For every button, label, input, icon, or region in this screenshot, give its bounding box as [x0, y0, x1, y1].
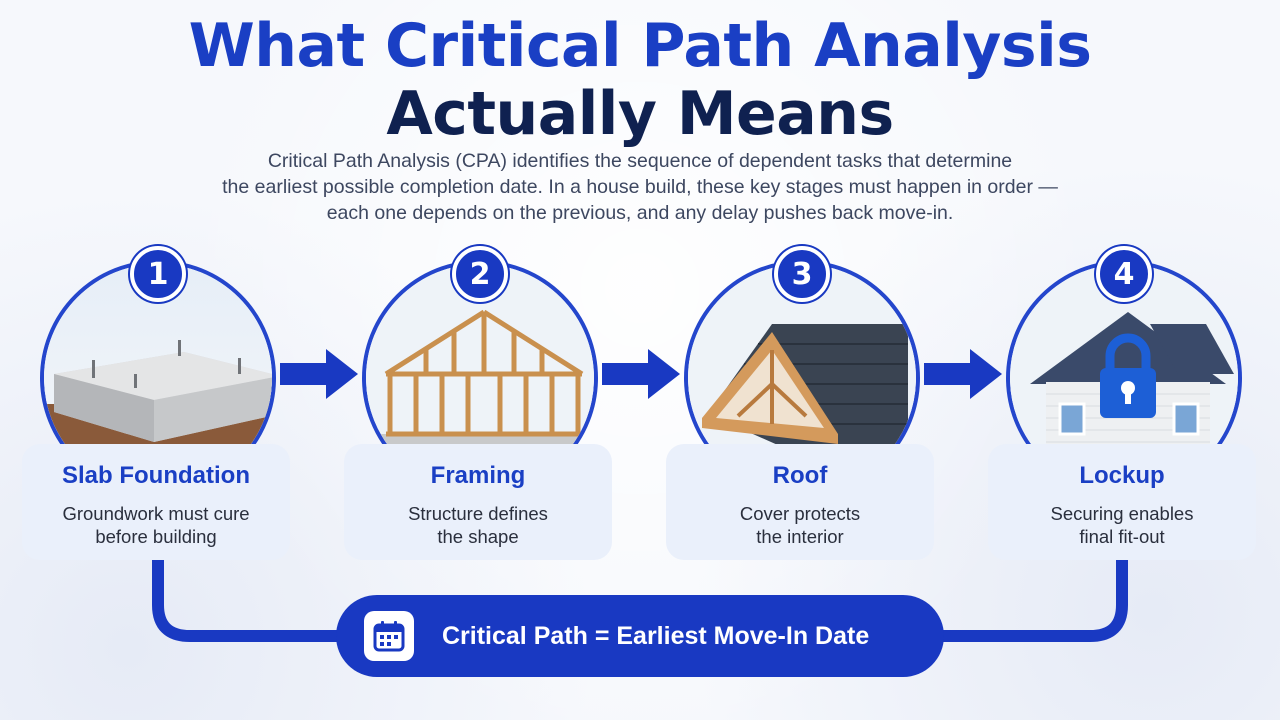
step-title: Slab Foundation [62, 462, 250, 489]
step-number-badge: 1 [130, 246, 186, 302]
step-card: Roof Cover protects the interior [666, 444, 934, 560]
arrow-right-icon [280, 349, 358, 399]
critical-path-banner: Critical Path = Earliest Move-In Date [336, 595, 944, 677]
step-description-line: Cover protects [739, 503, 861, 524]
step-description-line: before building [95, 526, 217, 547]
arrow-right-icon [924, 349, 1002, 399]
calendar-icon [364, 611, 414, 661]
step-card: Lockup Securing enables final fit-out [988, 444, 1256, 560]
subtitle: Critical Path Analysis (CPA) identifies … [140, 148, 1140, 226]
title-line-2: Actually Means [386, 79, 894, 149]
step-description-line: Groundwork must cure [62, 503, 250, 524]
step-title: Lockup [1079, 462, 1165, 489]
step-title: Roof [772, 462, 828, 489]
step-number-badge: 3 [774, 246, 830, 302]
step-description: Cover protects the interior [666, 502, 934, 548]
subtitle-line: Critical Path Analysis (CPA) identifies … [267, 150, 1013, 172]
step-description-line: the shape [437, 526, 519, 547]
banner-label: Critical Path = Earliest Move-In Date [442, 621, 870, 650]
subtitle-line: the earliest possible completion date. I… [222, 176, 1058, 198]
subtitle-line: each one depends on the previous, and an… [326, 202, 954, 224]
step-description: Securing enables final fit-out [988, 502, 1256, 548]
step-description: Structure defines the shape [344, 502, 612, 548]
step-card: Slab Foundation Groundwork must cure bef… [22, 444, 290, 560]
step-description-line: Securing enables [1050, 503, 1194, 524]
step-card: Framing Structure defines the shape [344, 444, 612, 560]
step-title: Framing [430, 462, 526, 489]
step-description-line: the interior [756, 526, 844, 547]
arrow-right-icon [602, 349, 680, 399]
step-description-line: final fit-out [1079, 526, 1165, 547]
step-description: Groundwork must cure before building [22, 502, 290, 548]
step-number-badge: 4 [1096, 246, 1152, 302]
step-description-line: Structure defines [408, 503, 548, 524]
step-number-badge: 2 [452, 246, 508, 302]
title-line-1: What Critical Path Analysis [188, 11, 1092, 81]
